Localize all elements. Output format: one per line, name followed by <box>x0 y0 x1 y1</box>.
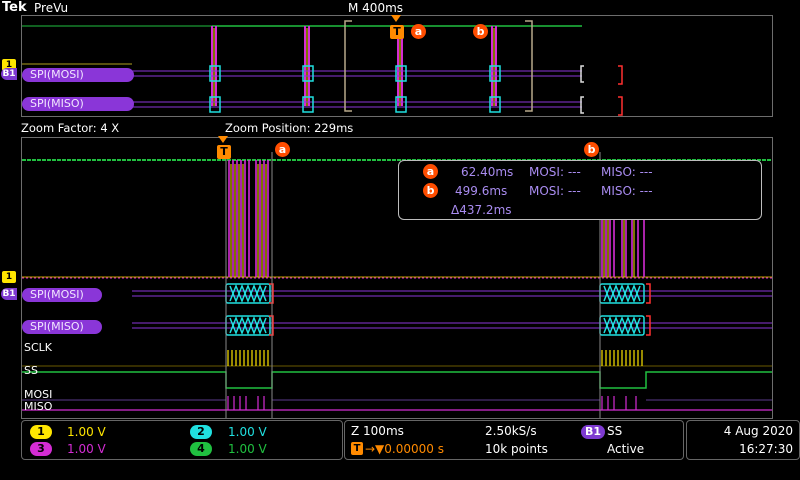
cursor-a-miso: MISO: --- <box>601 165 653 179</box>
overview-cursor-a[interactable]: a <box>411 24 426 39</box>
cursor-delta-time: Δ437.2ms <box>451 203 512 217</box>
cursor-b-mosi: MOSI: --- <box>529 184 581 198</box>
trigger-source-badge[interactable]: B1 <box>581 425 605 439</box>
cursor-a-time: 62.40ms <box>461 165 514 179</box>
trigger-offset[interactable]: →▼0.00000 s <box>365 442 444 456</box>
signal-label-mosi: MOSI <box>24 388 53 401</box>
readout-cursor-a-icon: a <box>423 164 438 179</box>
acquisition-mode: PreVu <box>34 1 69 15</box>
ch2-badge[interactable]: 2 <box>190 425 212 439</box>
channel-settings-panel[interactable]: 1 1.00 V 2 1.00 V 3 1.00 V 4 1.00 V <box>21 420 343 460</box>
ch2-scale[interactable]: 1.00 V <box>228 425 267 439</box>
overview-trigger-marker[interactable]: T <box>390 25 404 39</box>
main-waveform-canvas <box>22 152 772 418</box>
bus1-marker[interactable]: B1 <box>1 68 17 80</box>
signal-label-ss: SS <box>24 364 38 377</box>
acquisition-trigger-panel[interactable]: Z 100ms 2.50kS/s T →▼0.00000 s 10k point… <box>344 420 684 460</box>
trigger-position-icon: T <box>351 442 363 455</box>
signal-label-sclk: SCLK <box>24 341 53 354</box>
cursor-b-miso: MISO: --- <box>601 184 653 198</box>
ch3-badge[interactable]: 3 <box>30 442 52 456</box>
main-timebase[interactable]: M 400ms <box>348 1 404 15</box>
overview-bus-mosi-label[interactable]: SPI(MOSI) <box>22 68 134 82</box>
main-trigger-arrow <box>218 136 228 143</box>
main-trigger-marker[interactable]: T <box>217 145 231 159</box>
overview-waveform-canvas <box>22 20 623 116</box>
ch4-scale[interactable]: 1.00 V <box>228 442 267 456</box>
trigger-type[interactable]: SS <box>607 424 623 438</box>
cursor-b-time: 499.6ms <box>455 184 508 198</box>
cursor-readout-panel[interactable]: a 62.40ms MOSI: --- MISO: --- b 499.6ms … <box>398 160 762 220</box>
record-length[interactable]: 10k points <box>485 442 548 456</box>
main-cursor-a[interactable]: a <box>275 142 290 157</box>
main-cursor-b[interactable]: b <box>584 142 599 157</box>
main-waveform-panel[interactable]: T a b 1 B1 SPI(MOSI) SPI(MISO) SCLK SS M… <box>1 137 773 419</box>
time-display: 16:27:30 <box>739 442 793 456</box>
trigger-state: Active <box>607 442 645 456</box>
datetime-panel[interactable]: 4 Aug 2020 16:27:30 <box>686 420 800 460</box>
overview-bus-miso-label[interactable]: SPI(MISO) <box>22 97 134 111</box>
date-display: 4 Aug 2020 <box>723 424 793 438</box>
tek-logo: Tek <box>2 0 27 15</box>
zoom-factor[interactable]: Zoom Factor: 4 X <box>21 121 120 135</box>
cursor-a-mosi: MOSI: --- <box>529 165 581 179</box>
main-ch1-ground-marker[interactable]: 1 <box>2 271 16 283</box>
main-bus-miso-label[interactable]: SPI(MISO) <box>22 320 102 334</box>
overview-cursor-b[interactable]: b <box>473 24 488 39</box>
main-bus1-marker[interactable]: B1 <box>1 288 17 300</box>
signal-label-miso: MISO <box>24 400 53 413</box>
sample-rate: 2.50kS/s <box>485 424 537 438</box>
ch1-scale[interactable]: 1.00 V <box>67 425 106 439</box>
overview-trigger-arrow <box>391 15 401 22</box>
ch1-badge[interactable]: 1 <box>30 425 52 439</box>
main-bus-mosi-label[interactable]: SPI(MOSI) <box>22 288 102 302</box>
overview-waveform-panel[interactable]: 1 B1 SPI(MOSI) SPI(MISO) T a b <box>1 15 773 117</box>
ch3-scale[interactable]: 1.00 V <box>67 442 106 456</box>
readout-cursor-b-icon: b <box>423 183 438 198</box>
zoom-timebase[interactable]: Z 100ms <box>351 424 404 438</box>
zoom-position[interactable]: Zoom Position: 229ms <box>225 121 354 135</box>
ch4-badge[interactable]: 4 <box>190 442 212 456</box>
